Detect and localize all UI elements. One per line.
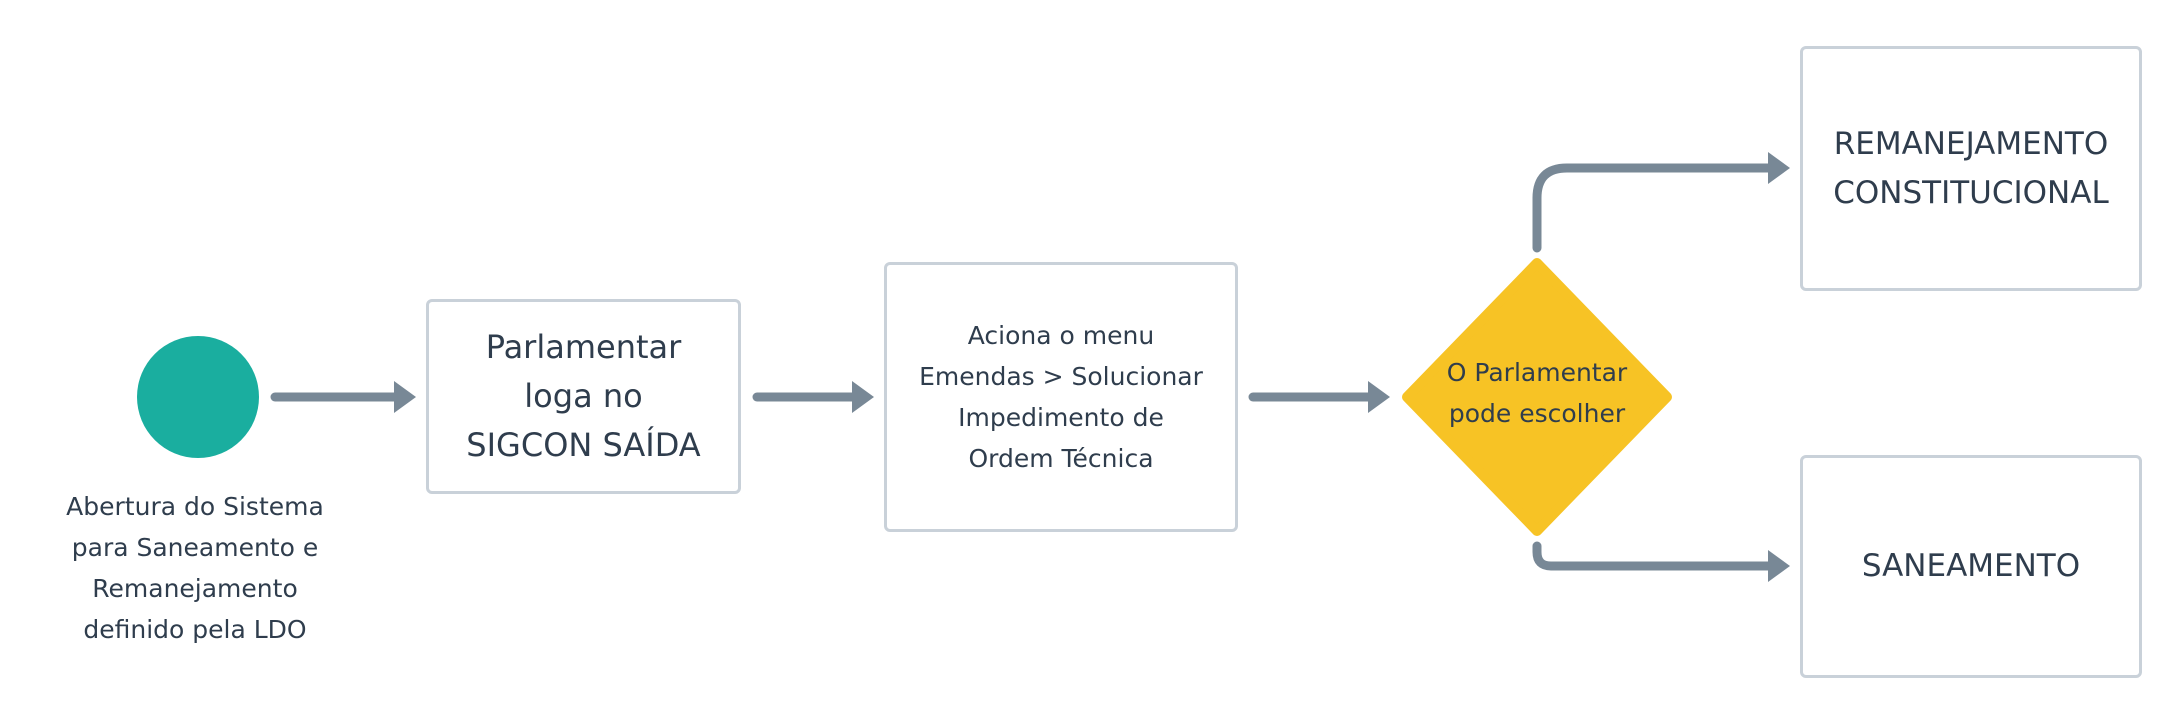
step-login-box: Parlamentar loga no SIGCON SAÍDA [426, 299, 741, 494]
arrowhead-menu [852, 381, 874, 413]
outcome-saneamento-label: SANEAMENTO [1861, 548, 2081, 584]
decision-label: O Parlamentar pode escolher [1446, 358, 1628, 428]
arrowhead-remanejamento [1768, 152, 1790, 184]
decision-diamond [1402, 258, 1672, 536]
start-event-circle [137, 336, 259, 458]
step-login-label: Parlamentar loga no SIGCON SAÍDA [466, 328, 701, 464]
start-event-caption: Abertura do Sistema para Saneamento e Re… [66, 492, 324, 644]
outcome-remanejamento-label: REMANEJAMENTO CONSTITUCIONAL [1833, 125, 2109, 211]
arrowhead-saneamento [1768, 550, 1790, 582]
arrowhead-decision [1368, 381, 1390, 413]
arrowhead-login [394, 381, 416, 413]
arrow-decision-to-saneamento [1532, 541, 1777, 571]
arrow-decision-to-remanejamento [1532, 163, 1777, 253]
outcome-remanejamento-box: REMANEJAMENTO CONSTITUCIONAL [1800, 46, 2142, 291]
step-menu-label: Aciona o menu Emendas > Solucionar Imped… [919, 321, 1203, 473]
step-menu-box: Aciona o menu Emendas > Solucionar Imped… [884, 262, 1238, 532]
outcome-saneamento-box: SANEAMENTO [1800, 455, 2142, 678]
